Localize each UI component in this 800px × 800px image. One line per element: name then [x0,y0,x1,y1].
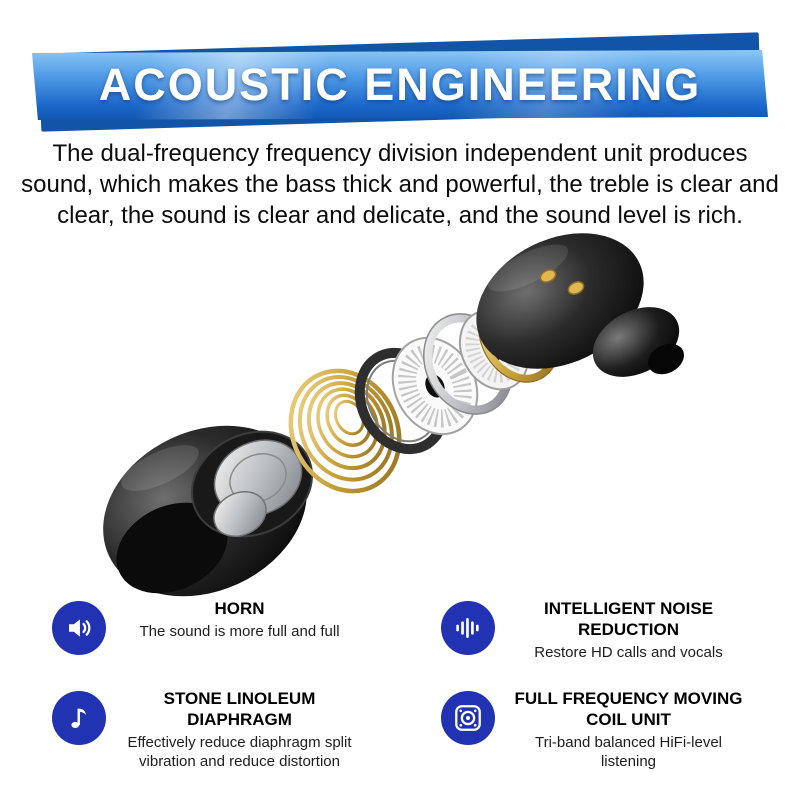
music-note-icon [51,691,106,745]
feature-text-block: FULL FREQUENCY MOVING COIL UNIT Tri-band… [509,688,749,771]
ear-tip [592,307,685,377]
feature-description: The sound is more full and full [139,623,340,640]
earbud-exploded-view [0,216,800,616]
feature-title: STONE LINOLEUM DIAPHRAGM [163,689,316,729]
feature-title: INTELLIGENT NOISE REDUCTION [543,599,714,639]
voice-coil [288,368,402,494]
banner-ribbon-front-layer: ACOUSTIC ENGINEERING [32,50,768,120]
feature-moving-coil: FULL FREQUENCY MOVING COIL UNIT Tri-band… [403,688,786,771]
feature-description: Restore HD calls and vocals [534,644,723,661]
banner-title: ACOUSTIC ENGINEERING [98,59,702,110]
feature-description: Tri-band balanced HiFi-level listening [534,734,723,770]
feature-title: HORN [214,599,265,618]
banner-ribbon: ACOUSTIC ENGINEERING [32,32,768,132]
feature-description: Effectively reduce diaphragm split vibra… [127,734,352,770]
earbud-shell [103,425,314,597]
feature-title: FULL FREQUENCY MOVING COIL UNIT [514,689,743,729]
feature-horn: HORN The sound is more full and full [14,598,397,662]
feature-text-block: STONE LINOLEUM DIAPHRAGM Effectively red… [120,688,360,771]
feature-text-block: INTELLIGENT NOISE REDUCTION Restore HD c… [509,598,749,662]
feature-diaphragm: STONE LINOLEUM DIAPHRAGM Effectively red… [14,688,397,771]
noise-reduction-icon [440,601,495,655]
earbud-exploded-svg [103,233,685,597]
intro-paragraph: The dual-frequency frequency division in… [21,140,779,229]
feature-noise-reduction: INTELLIGENT NOISE REDUCTION Restore HD c… [403,598,786,662]
feature-text-block: HORN The sound is more full and full [120,598,360,641]
speaker-horn-icon [51,601,106,655]
moving-coil-icon [440,691,495,745]
features-grid: HORN The sound is more full and full INT [14,598,786,771]
